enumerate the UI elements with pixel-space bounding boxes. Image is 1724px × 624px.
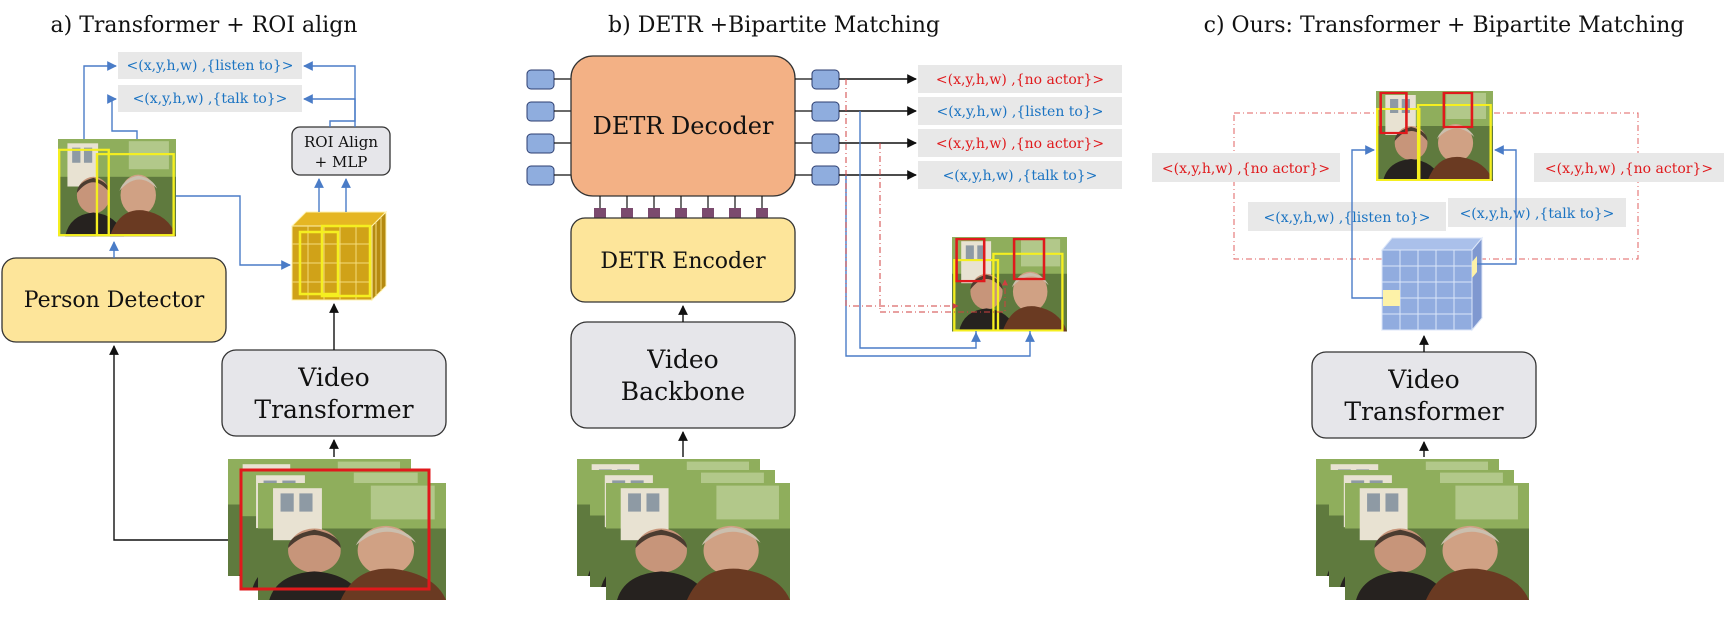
detr-encoder-label: DETR Encoder (600, 249, 766, 274)
video-backbone-box: Video Backbone (570, 321, 796, 429)
feature-cube-blue (1380, 236, 1484, 332)
output-label-1: <(x,y,h,w) ,{no actor}> (918, 65, 1122, 93)
panel-a-query-talk: <(x,y,h,w) ,{talk to}> (118, 85, 302, 112)
panel-b: b) DETR +Bipartite Matching DETR Decoder (526, 13, 1122, 600)
panel-b-title: b) DETR +Bipartite Matching (608, 13, 940, 38)
panel-c-listen-label: <(x,y,h,w) ,{listen to}> (1248, 202, 1446, 231)
detr-encoder-box: DETR Encoder (570, 217, 796, 303)
output-label-2-text: <(x,y,h,w) ,{listen to}> (937, 104, 1104, 120)
query-listen-label: <(x,y,h,w) ,{listen to}> (127, 58, 294, 74)
panel-b-detections-thumbnail (952, 237, 1067, 332)
person-detector-label: Person Detector (24, 288, 205, 313)
encoder-decoder-connectors (594, 208, 768, 218)
panel-c-detections-thumbnail (1376, 91, 1493, 181)
feature-cube-gold (290, 210, 388, 302)
panel-c-no-actor-left-text: <(x,y,h,w) ,{no actor}> (1162, 161, 1330, 177)
output-label-4: <(x,y,h,w) ,{talk to}> (918, 161, 1122, 189)
output-label-3-text: <(x,y,h,w) ,{no actor}> (936, 136, 1104, 152)
panel-a-video-transformer-box: Video Transformer (221, 349, 447, 437)
panel-c-no-actor-right: <(x,y,h,w) ,{no actor}> (1534, 153, 1724, 182)
panel-b-video-frames (577, 459, 790, 600)
panel-c-no-actor-left: <(x,y,h,w) ,{no actor}> (1152, 153, 1340, 182)
panel-a-arrows (83, 61, 356, 541)
roi-align-line2: + MLP (315, 153, 368, 171)
panel-a-video-frames (228, 459, 446, 600)
panel-c-listen-text: <(x,y,h,w) ,{listen to}> (1264, 210, 1431, 226)
panel-c-dashed-region (1233, 112, 1639, 260)
panel-c-video-transformer-box: Video Transformer (1311, 351, 1537, 439)
panel-c-arrows (1351, 145, 1517, 457)
panel-c-talk-text: <(x,y,h,w) ,{talk to}> (1460, 206, 1615, 222)
panel-c-talk-label: <(x,y,h,w) ,{talk to}> (1448, 198, 1626, 227)
output-label-3: <(x,y,h,w) ,{no actor}> (918, 129, 1122, 157)
panel-c-title: c) Ours: Transformer + Bipartite Matchin… (1204, 13, 1685, 38)
input-query-tokens (526, 69, 555, 186)
panel-a-query-listen: <(x,y,h,w) ,{listen to}> (118, 52, 302, 79)
roi-align-line1: ROI Align (304, 133, 378, 151)
output-label-4-text: <(x,y,h,w) ,{talk to}> (943, 168, 1098, 184)
panel-a-title: a) Transformer + ROI align (51, 13, 358, 38)
panel-c-video-frames (1316, 459, 1529, 600)
output-label-2: <(x,y,h,w) ,{listen to}> (918, 97, 1122, 125)
output-label-1-text: <(x,y,h,w) ,{no actor}> (936, 72, 1104, 88)
detr-decoder-label: DETR Decoder (593, 112, 774, 140)
panel-c-video-line1: Video (1387, 365, 1459, 394)
output-tokens (811, 69, 840, 186)
panel-a-video-line1: Video (297, 363, 369, 392)
panel-b-arrows (678, 74, 1035, 457)
panel-a: a) Transformer + ROI align <(x,y,h,w) ,{… (1, 13, 447, 600)
panel-c-no-actor-right-text: <(x,y,h,w) ,{no actor}> (1545, 161, 1713, 177)
panel-c: c) Ours: Transformer + Bipartite Matchin… (1152, 13, 1724, 600)
roi-align-box: ROI Align + MLP (291, 126, 391, 176)
detr-decoder-box: DETR Decoder (570, 55, 796, 197)
backbone-line1: Video (646, 345, 718, 374)
query-talk-label: <(x,y,h,w) ,{talk to}> (133, 91, 288, 107)
panel-a-video-line2: Transformer (254, 395, 413, 424)
panel-c-video-line2: Transformer (1344, 397, 1503, 426)
backbone-line2: Backbone (621, 377, 745, 406)
panel-a-detections-thumbnail (58, 139, 176, 237)
person-detector-box: Person Detector (1, 257, 227, 343)
